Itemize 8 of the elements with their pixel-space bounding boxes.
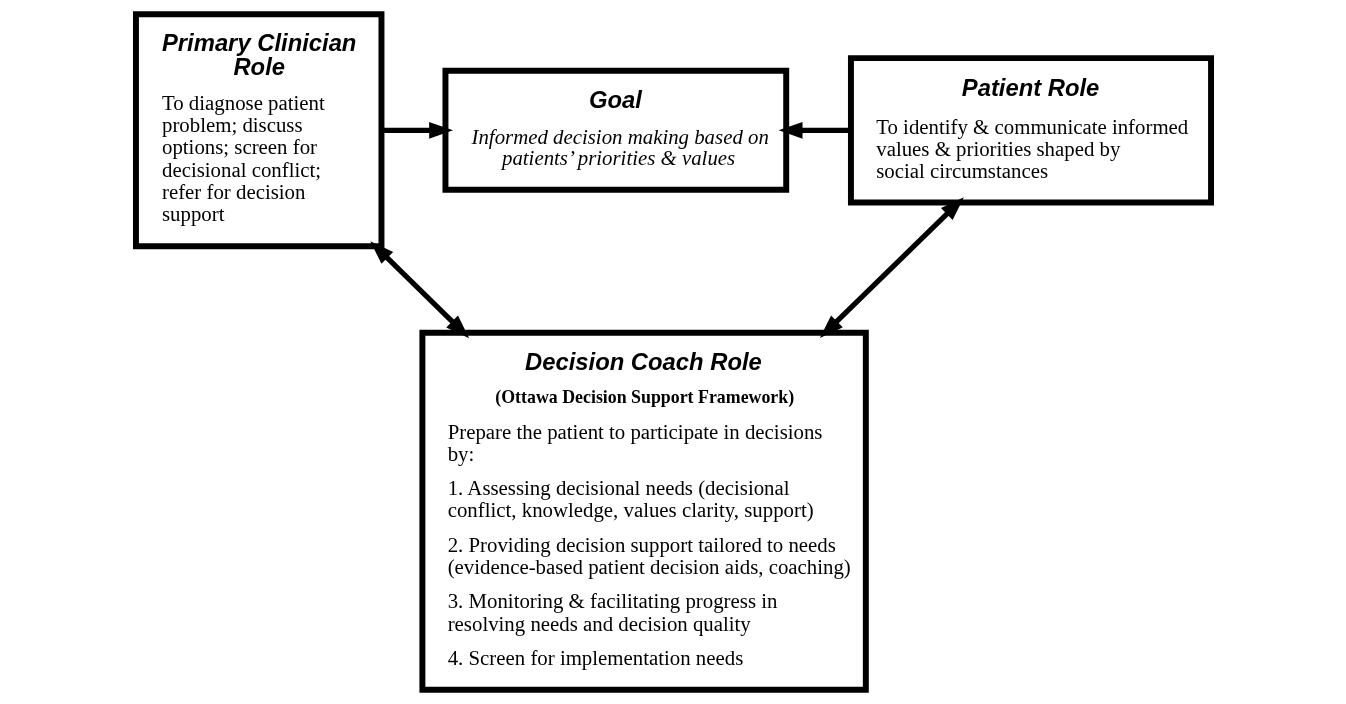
- node-box: Goal Informed decision making based on patients’ priorities & values: [442, 67, 789, 193]
- arrow: [381, 121, 453, 139]
- node-box: Patient Role To identify & communicate informed values & priorities shaped by social circumstances: [847, 55, 1214, 206]
- node-box: Primary Clinician Role To diagnose patient problem; discuss options; screen for decisional conflict; refer for decision support: [132, 11, 384, 250]
- node-box: Decision Coach Role (Ottawa Decision Support Framework) Prepare the patient to participate in decisions by: 1. Assessing decisional needs (decisional conflict, knowledge, values clarity, support) 2. Providing decision support tailored to needs (evidence-based patient decision aids, coaching) 3. Monitoring & facilitating progress in resolving needs and decision quality 4. Screen for implementation needs: [418, 329, 869, 693]
- arrow: [369, 241, 469, 339]
- arrow: [778, 121, 850, 139]
- arrow: [819, 197, 964, 339]
